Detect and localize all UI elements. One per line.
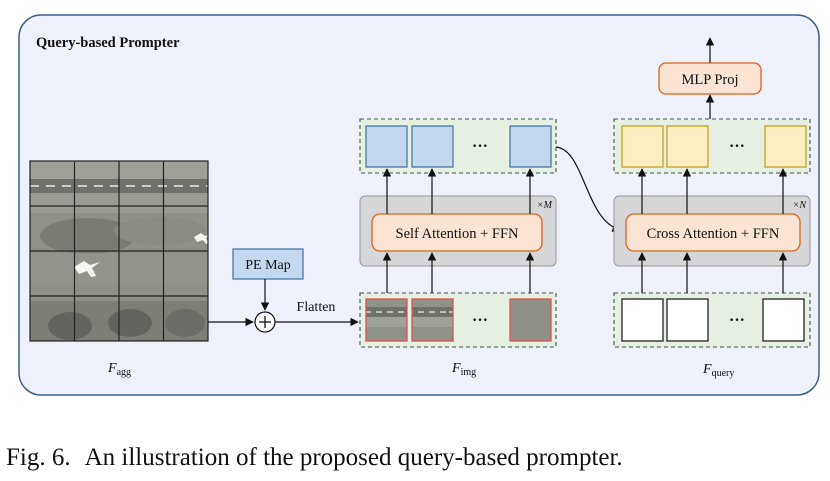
query-input-ellipsis: ··· [729,312,745,329]
query-input-token [762,298,805,342]
cross-attention-repeat: ×N [793,200,808,211]
flatten-label: Flatten [297,300,336,315]
img-output-token [365,125,408,168]
feature-map-grid [29,160,209,342]
query-output-token [621,125,664,168]
query-output-ellipsis: ··· [729,138,745,155]
img-output-ellipsis: ··· [472,138,488,155]
img-input-token [365,298,408,342]
f-img-label: Fimg [451,361,476,378]
query-input-token [621,298,664,342]
caption-figure-number: Fig. 6. [6,444,71,471]
cross-attention-label: Cross Attention + FFN [647,226,780,242]
pe-map-label: PE Map [245,258,291,273]
f-agg-label: Fagg [107,361,131,378]
img-input-ellipsis: ··· [472,312,488,329]
self-attention-box [371,213,543,252]
query-output-token [666,125,709,168]
mlp-proj-label: MLP Proj [681,72,738,88]
cross-attention-box [625,213,801,252]
img-output-token [411,125,454,168]
img-input-token [411,298,454,342]
add-operator-icon [254,311,276,333]
query-input-token [666,298,709,342]
img-output-token [509,125,552,168]
self-attention-label: Self Attention + FFN [396,226,520,242]
figure-caption: Fig. 6. An illustration of the proposed q… [6,444,623,472]
panel-title: Query-based Prompter [36,35,180,51]
img-input-token [509,298,552,342]
query-output-token [764,125,807,168]
pe-map-box [232,248,304,280]
f-query-label: Fquery [702,362,734,379]
self-attention-repeat: ×M [537,200,553,211]
caption-text: An illustration of the proposed query-ba… [84,444,623,471]
